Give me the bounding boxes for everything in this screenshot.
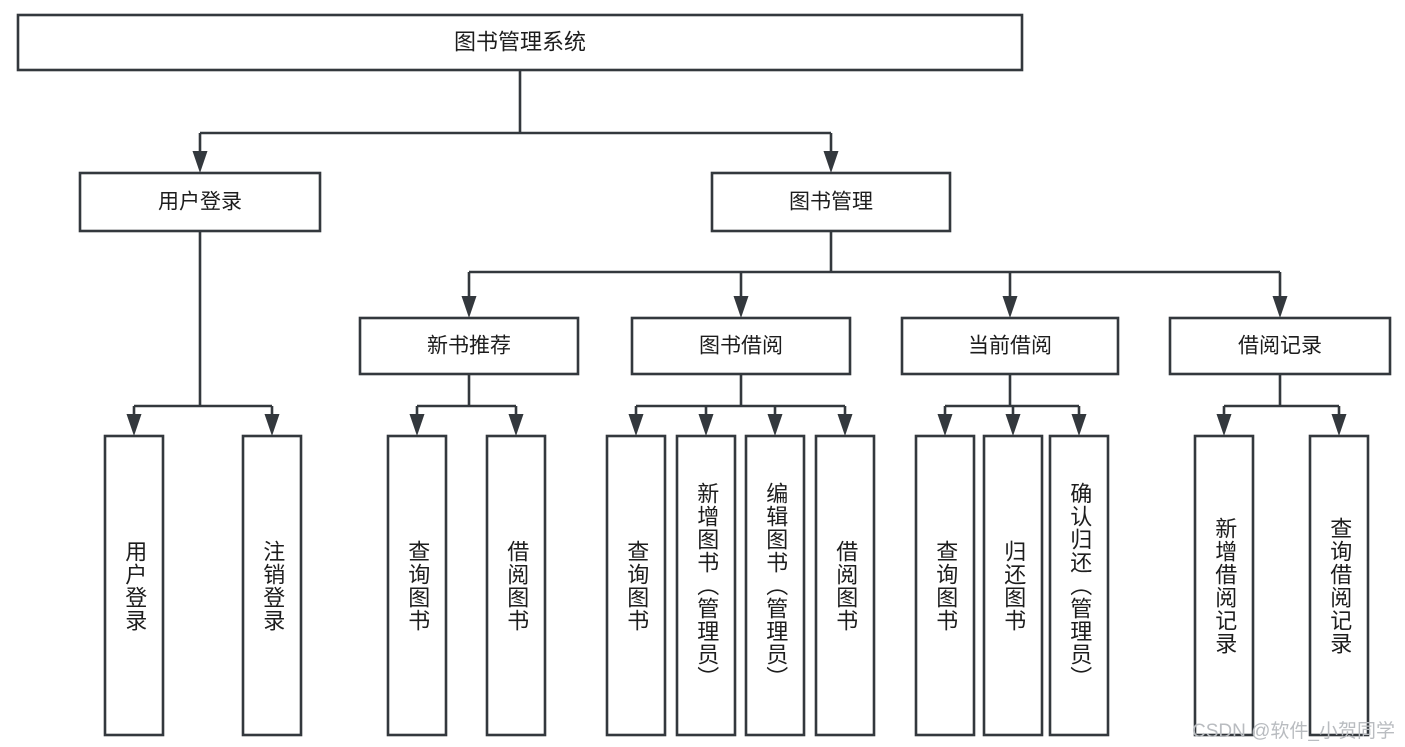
node-box-leaf-confirm-return[interactable] bbox=[1048, 434, 1110, 737]
node-leaf-confirm-return[interactable] bbox=[1048, 434, 1110, 737]
node-label-book-borrow: 图书借阅 bbox=[699, 335, 783, 358]
node-box-leaf-borrow-book-new[interactable] bbox=[485, 434, 547, 737]
node-box-leaf-query-record[interactable] bbox=[1308, 434, 1370, 737]
arrow-head-leaf-edit-book bbox=[767, 414, 783, 436]
node-label-book-manage: 图书管理 bbox=[789, 191, 873, 214]
node-label-new-book-recommend: 新书推荐 bbox=[427, 335, 511, 358]
node-leaf-borrow-book-new[interactable] bbox=[485, 434, 547, 737]
node-label-root: 图书管理系统 bbox=[454, 29, 586, 54]
arrow-head-leaf-add-book bbox=[698, 414, 714, 436]
arrow-head-leaf-add-record bbox=[1216, 414, 1232, 436]
node-leaf-query-book-borrow[interactable] bbox=[605, 434, 667, 737]
node-user-login[interactable]: 用户登录 bbox=[78, 171, 322, 233]
node-leaf-add-book[interactable] bbox=[675, 434, 737, 737]
node-leaf-logout[interactable] bbox=[241, 434, 303, 737]
node-borrow-record[interactable]: 借阅记录 bbox=[1168, 316, 1392, 376]
edge-group-root bbox=[192, 70, 839, 173]
edge-group-book-borrow bbox=[628, 374, 853, 436]
node-box-leaf-query-book-borrow[interactable] bbox=[605, 434, 667, 737]
arrow-head-new-book-recommend bbox=[461, 296, 477, 318]
node-box-current-borrow[interactable] bbox=[900, 316, 1120, 376]
arrow-head-book-manage bbox=[823, 151, 839, 173]
node-current-borrow[interactable]: 当前借阅 bbox=[900, 316, 1120, 376]
arrow-head-leaf-user-login bbox=[126, 414, 142, 436]
node-label-user-login: 用户登录 bbox=[158, 191, 242, 214]
node-leaf-borrow-book[interactable] bbox=[814, 434, 876, 737]
node-box-borrow-record[interactable] bbox=[1168, 316, 1392, 376]
arrow-head-leaf-confirm-return bbox=[1071, 414, 1087, 436]
node-book-borrow[interactable]: 图书借阅 bbox=[630, 316, 852, 376]
arrow-head-leaf-logout bbox=[264, 414, 280, 436]
node-box-book-manage[interactable] bbox=[710, 171, 952, 233]
node-root[interactable]: 图书管理系统 bbox=[16, 13, 1024, 72]
edge-group-user-login bbox=[126, 231, 280, 436]
node-book-manage[interactable]: 图书管理 bbox=[710, 171, 952, 233]
node-box-leaf-query-book-new[interactable] bbox=[386, 434, 448, 737]
arrow-head-leaf-return-book bbox=[1005, 414, 1021, 436]
edge-group-book-manage bbox=[461, 231, 1288, 318]
edge-group-borrow-record bbox=[1216, 374, 1347, 436]
edge-group-new-book-recommend bbox=[409, 374, 524, 436]
arrow-head-current-borrow bbox=[1002, 296, 1018, 318]
node-label-borrow-record: 借阅记录 bbox=[1238, 335, 1322, 358]
node-box-user-login[interactable] bbox=[78, 171, 322, 233]
node-leaf-query-book-current[interactable] bbox=[914, 434, 976, 737]
node-box-leaf-edit-book[interactable] bbox=[744, 434, 806, 737]
node-label-current-borrow: 当前借阅 bbox=[968, 335, 1052, 358]
node-box-leaf-query-book-current[interactable] bbox=[914, 434, 976, 737]
arrow-head-leaf-borrow-book-new bbox=[508, 414, 524, 436]
node-new-book-recommend[interactable]: 新书推荐 bbox=[358, 316, 580, 376]
edge-layer bbox=[126, 70, 1347, 436]
arrow-head-leaf-query-book-borrow bbox=[628, 414, 644, 436]
node-box-root[interactable] bbox=[16, 13, 1024, 72]
node-box-leaf-add-record[interactable] bbox=[1193, 434, 1255, 737]
arrow-head-leaf-query-record bbox=[1331, 414, 1347, 436]
node-leaf-add-record[interactable] bbox=[1193, 434, 1255, 737]
node-leaf-query-record[interactable] bbox=[1308, 434, 1370, 737]
arrow-head-book-borrow bbox=[733, 296, 749, 318]
node-box-new-book-recommend[interactable] bbox=[358, 316, 580, 376]
node-box-leaf-user-login[interactable] bbox=[103, 434, 165, 737]
arrow-head-leaf-query-book-current bbox=[937, 414, 953, 436]
arrow-head-borrow-record bbox=[1272, 296, 1288, 318]
node-box-leaf-logout[interactable] bbox=[241, 434, 303, 737]
watermark-text: CSDN @软件_小贺同学 bbox=[1192, 721, 1395, 742]
node-box-leaf-return-book[interactable] bbox=[982, 434, 1044, 737]
arrow-head-leaf-query-book-new bbox=[409, 414, 425, 436]
node-leaf-edit-book[interactable] bbox=[744, 434, 806, 737]
arrow-head-user-login bbox=[192, 151, 208, 173]
edge-group-current-borrow bbox=[937, 374, 1087, 436]
node-box-leaf-add-book[interactable] bbox=[675, 434, 737, 737]
node-leaf-return-book[interactable] bbox=[982, 434, 1044, 737]
node-box-book-borrow[interactable] bbox=[630, 316, 852, 376]
node-leaf-query-book-new[interactable] bbox=[386, 434, 448, 737]
node-box-leaf-borrow-book[interactable] bbox=[814, 434, 876, 737]
node-leaf-user-login[interactable] bbox=[103, 434, 165, 737]
arrow-head-leaf-borrow-book bbox=[837, 414, 853, 436]
